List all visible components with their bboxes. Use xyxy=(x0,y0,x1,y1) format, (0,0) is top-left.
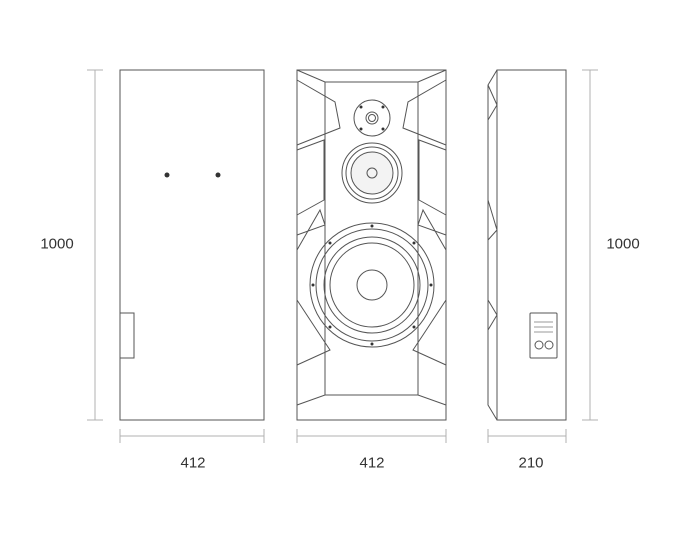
front-width-label: 412 xyxy=(359,454,385,472)
rear-width-label: 412 xyxy=(180,454,206,472)
side-depth-label: 210 xyxy=(518,454,544,472)
height-label-left: 1000 xyxy=(40,235,74,253)
dimension-lines xyxy=(87,69,598,443)
side-view xyxy=(487,69,567,421)
front-view xyxy=(296,69,447,421)
height-label-right: 1000 xyxy=(606,235,640,253)
rear-view xyxy=(119,69,265,421)
